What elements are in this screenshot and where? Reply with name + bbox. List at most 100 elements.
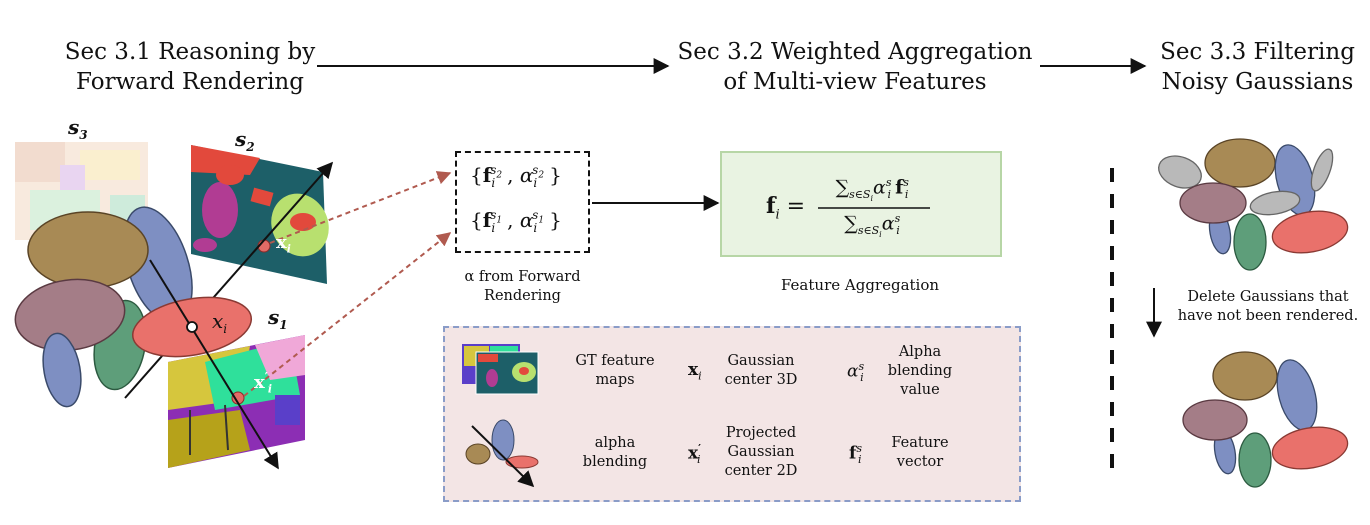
legend-alpha-line3: value xyxy=(900,382,940,398)
label-xi-prime-s1-sub: i xyxy=(267,382,273,396)
set-row-s2-f: f xyxy=(482,163,492,187)
view-label-s3-letter: s xyxy=(68,115,80,139)
gaussians-after-filter xyxy=(1182,351,1349,488)
legend-box xyxy=(443,326,1021,502)
legend-xprime-text: Projected Gaussian center 2D xyxy=(716,424,806,481)
legend-xi-text: Gaussian center 3D xyxy=(716,352,806,390)
section-title-3-1-line1: Sec 3.1 Reasoning by xyxy=(64,39,316,65)
legend-gt-maps-icon xyxy=(462,344,539,395)
set-row-s1-alpha-sup-s: s xyxy=(532,208,539,223)
view-label-s1-letter: s xyxy=(268,305,280,329)
formula-equals: = xyxy=(779,194,806,219)
formula-num-sum-sub-text: s∈S xyxy=(849,188,871,202)
formula-den-sum-sub-i: i xyxy=(879,230,882,240)
view-label-s1-sub: 1 xyxy=(279,318,288,332)
formula-num-f: f xyxy=(895,176,904,199)
legend-alpha-blending-text: alpha blending xyxy=(560,434,670,472)
set-row-s1-alpha-sup-sub: 1 xyxy=(538,215,545,226)
gaussians-before-filter xyxy=(1158,138,1349,271)
legend-gt-maps-line1: GT feature xyxy=(575,353,655,369)
formula-den-sum-sub-text: s∈S xyxy=(857,224,880,238)
legend-xi-sub: i xyxy=(698,369,702,383)
legend-xprime-line1: Projected xyxy=(725,425,797,441)
legend-xi-x: x xyxy=(688,360,699,380)
set-row-s1-alpha-sup: s1 xyxy=(532,208,544,225)
label-xi-prime-s1: x′i xyxy=(254,370,272,396)
set-row-s1-alpha-sub: i xyxy=(533,221,538,235)
label-xi-prime-s1-prime: ′ xyxy=(264,370,268,384)
alpha-caption: α from Forward Rendering xyxy=(440,268,605,306)
gaussian-center-point xyxy=(186,321,198,333)
feature-aggregation-caption: Feature Aggregation xyxy=(780,276,940,294)
formula-den-sum: ∑ xyxy=(844,212,858,235)
view-label-s1: s1 xyxy=(268,305,288,332)
set-row-s2-f-sup-s: s xyxy=(490,163,497,178)
legend-alpha-line2: blending xyxy=(887,363,953,379)
section-title-3-1: Sec 3.1 Reasoning by Forward Rendering xyxy=(40,37,340,97)
section-title-3-3-line1: Sec 3.3 Filtering xyxy=(1160,39,1355,65)
legend-f-line2: vector xyxy=(896,454,944,470)
section-title-3-2: Sec 3.2 Weighted Aggregation of Multi-vi… xyxy=(670,37,1040,97)
formula-lhs-sub: i xyxy=(775,207,780,223)
section-title-3-3: Sec 3.3 Filtering Noisy Gaussians xyxy=(1150,37,1365,97)
set-row-s1-f-sup-s: s xyxy=(490,208,497,223)
legend-f-sup: s xyxy=(856,442,862,455)
legend-gt-maps-line2: maps xyxy=(595,372,635,388)
ray-to-s1 xyxy=(149,259,279,470)
alpha-caption-line1: α from Forward xyxy=(464,269,581,285)
label-xi: xi xyxy=(212,309,227,336)
formula-den-sum-sub: s∈Si xyxy=(857,224,882,240)
formula-num-f-sup: s xyxy=(903,176,909,189)
set-row-s2-f-sup: s2 xyxy=(490,163,502,180)
filter-caption: Delete Gaussians that have not been rend… xyxy=(1168,288,1368,326)
set-row-s1: {fis1, αis1} xyxy=(470,208,562,235)
view-label-s3-sub: 3 xyxy=(79,128,88,142)
legend-xprime-sub: i xyxy=(697,453,701,467)
view-label-s2-letter: s xyxy=(235,127,247,151)
feature-aggregation-box xyxy=(720,151,1002,257)
legend-xprime-symbol: x′i xyxy=(688,442,705,466)
set-row-s2-alpha-sub: i xyxy=(533,176,538,190)
view-label-s3: s3 xyxy=(68,115,88,142)
set-row-s2: {fis2, αis2} xyxy=(470,163,562,190)
label-xi-sub: i xyxy=(223,322,228,336)
section-title-3-3-line2: Noisy Gaussians xyxy=(1161,69,1354,95)
formula-num-sum: ∑ xyxy=(835,176,850,199)
section-title-3-1-line2: Forward Rendering xyxy=(76,69,304,95)
formula-den-alpha-sub: i xyxy=(896,224,900,238)
section-title-3-2-line2: of Multi-view Features xyxy=(723,69,987,95)
view-s2-image xyxy=(191,145,329,284)
formula-num-sum-sub: s∈Si xyxy=(849,188,874,204)
filter-caption-line2: have not been rendered. xyxy=(1177,308,1359,324)
label-xi-x: x xyxy=(212,309,224,333)
formula-num-sum-sub-i: i xyxy=(870,194,874,204)
section-title-3-2-line1: Sec 3.2 Weighted Aggregation xyxy=(677,39,1033,65)
formula-den-alpha-sup: s xyxy=(894,212,901,225)
formula-num-alpha-sub: i xyxy=(887,188,892,202)
legend-alpha-blending-line2: blending xyxy=(582,454,648,470)
legend-alpha-blending-line1: alpha xyxy=(594,435,636,451)
gaussian-blue-2 xyxy=(42,332,82,408)
set-row-s1-f-sup-sub: 1 xyxy=(496,215,503,226)
set-row-s2-alpha: α xyxy=(519,163,534,187)
set-row-s1-alpha: α xyxy=(519,208,534,232)
legend-xi-line1: Gaussian xyxy=(727,353,795,369)
formula-den-alpha: α xyxy=(881,212,895,235)
formula-denominator: ∑s∈Siαsi xyxy=(818,212,930,239)
gaussian-brown-1 xyxy=(27,211,149,289)
label-xi-prime-s2-x: x xyxy=(276,232,287,253)
legend-xprime-prime: ′ xyxy=(698,442,702,455)
dashed-arrow-s1 xyxy=(243,232,452,397)
legend-xi-line2: center 3D xyxy=(724,372,798,388)
formula-num-f-sub: i xyxy=(904,188,909,202)
legend-gt-maps-text: GT feature maps xyxy=(560,352,670,390)
alpha-caption-line2: Rendering xyxy=(484,288,561,304)
legend-alpha-line1: Alpha xyxy=(898,344,942,360)
projected-feature-set-box xyxy=(455,151,590,253)
formula-num-alpha-sup: s xyxy=(885,176,892,189)
view-label-s2-sub: 2 xyxy=(246,140,255,154)
set-row-s1-f-sup: s1 xyxy=(490,208,502,225)
legend-f-f: f xyxy=(849,443,857,464)
legend-alpha-sub: i xyxy=(860,371,864,385)
